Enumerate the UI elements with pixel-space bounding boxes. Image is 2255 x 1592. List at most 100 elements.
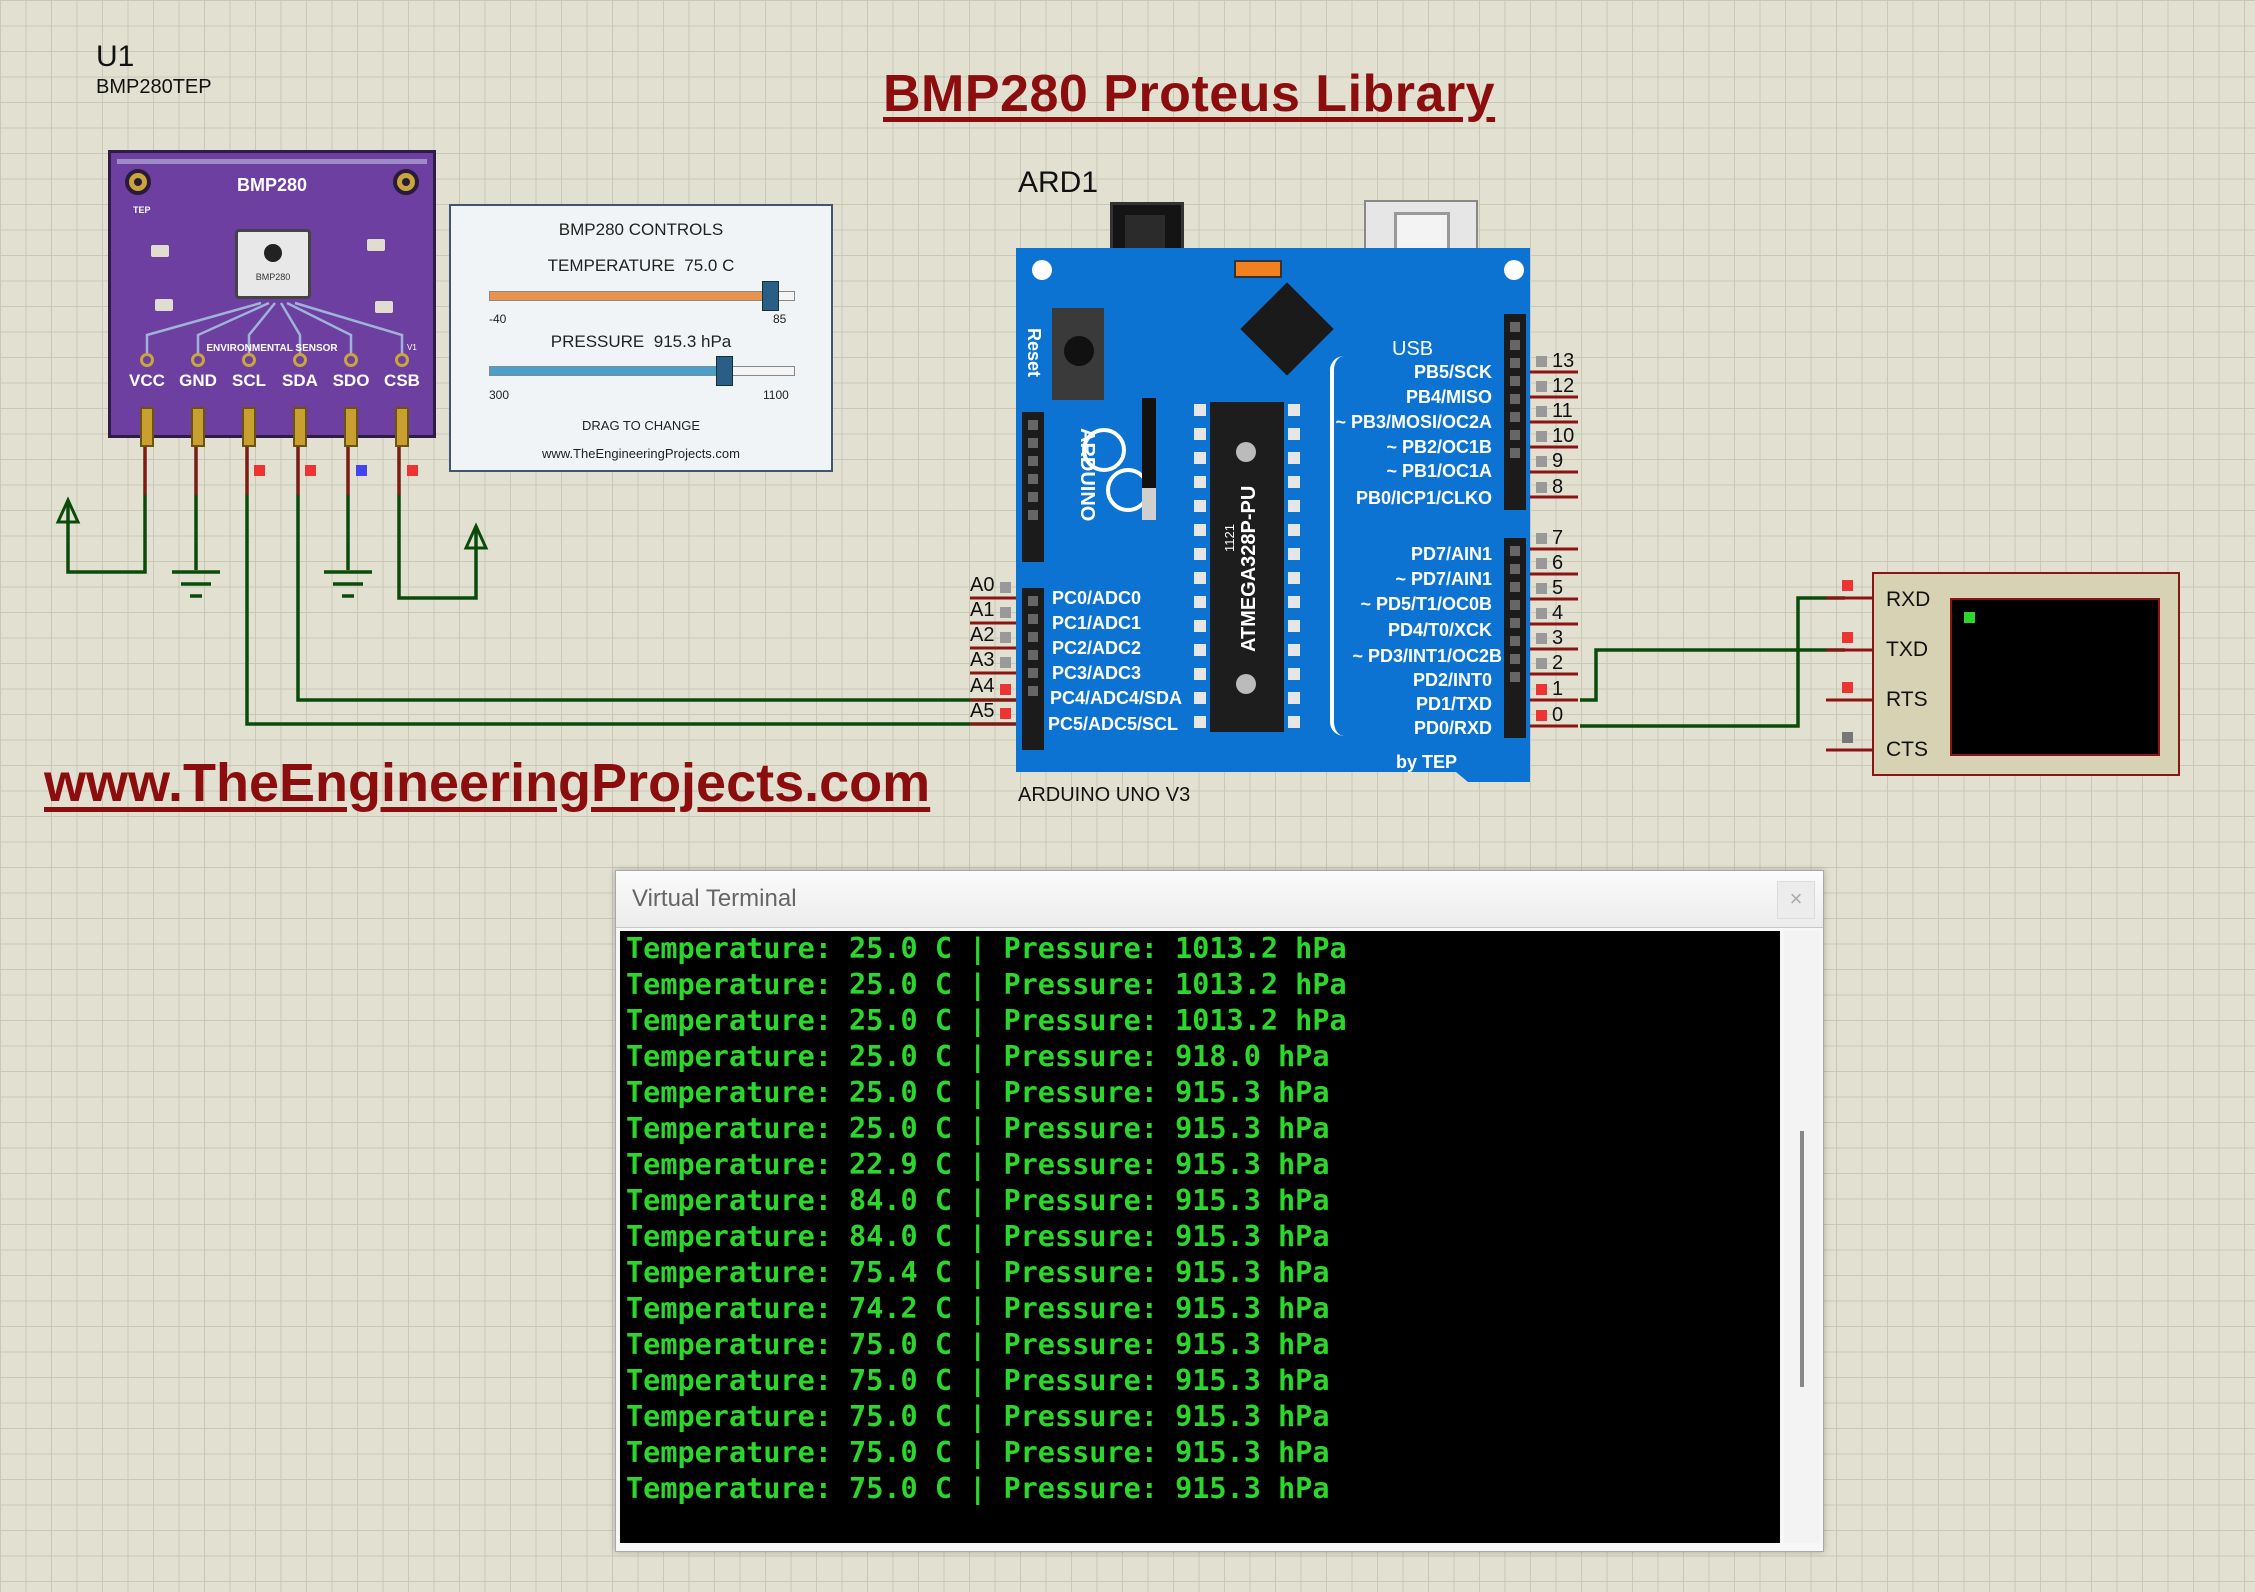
pin-label-d10: ~ PB2/OC1B [1386,437,1492,457]
vt-scrollbar[interactable] [1784,931,1820,1543]
pin-pad [293,353,307,367]
arduino-logo-icon [1082,428,1126,472]
pin-label-d12: PB4/MISO [1405,387,1492,407]
virtual-terminal-component[interactable]: RXD TXD RTS CTS [1872,572,2180,776]
reset-button[interactable] [1052,308,1104,400]
pin-state [1536,381,1547,392]
pin-pad [344,353,358,367]
controls-footer: www.TheEngineeringProjects.com [542,446,740,461]
pin-state [1536,482,1547,493]
terminal-line: Temperature: 25.0 C | Pressure: 1013.2 h… [626,968,1347,1001]
pin-state-high [1536,684,1547,695]
pin-state-high [1000,684,1011,695]
reset-label: Reset [1024,328,1044,378]
pin-label-d6: ~ PD7/AIN1 [1395,569,1492,589]
board-version: V1 [407,343,417,352]
pin-state [1536,583,1547,594]
mount-hole-icon [1504,260,1524,280]
temperature-slider-handle[interactable] [761,281,779,311]
close-icon[interactable]: × [1777,881,1815,919]
arduino-uno-board[interactable]: Reset USB ARDUINO ATMEGA328P-PU 1121 PC0… [1016,248,1530,782]
temperature-min: -40 [489,312,507,326]
pin-num-d8: 8 [1552,476,1564,498]
diode-band [1142,488,1156,520]
pin-state-high [1842,632,1853,643]
crystal-icon [1234,260,1282,278]
pin-label-csb: CSB [384,371,420,390]
pin-label-d7: PD7/AIN1 [1410,544,1492,564]
pin-label-a5: PC5/ADC5/SCL [1048,714,1179,734]
pressure-slider[interactable] [489,356,795,386]
pin-state-high [254,465,265,476]
header-pin [395,407,409,447]
pin-state [1842,732,1853,743]
vt-scrollbar-thumb[interactable] [1800,1131,1804,1387]
pin-state-high [407,465,418,476]
pin-num-a4: A4 [970,675,995,697]
pin-label-d9: ~ PB1/OC1A [1386,461,1492,481]
terminal-line: Temperature: 84.0 C | Pressure: 915.3 hP… [626,1220,1330,1253]
vt-pin-rxd: RXD [1886,588,1931,611]
reset-knob-icon [1064,336,1094,366]
arduino-value: ARDUINO UNO V3 [1018,784,1191,806]
pin-state-high [1842,580,1853,591]
chip-text: ATMEGA328P-PU [1238,485,1260,652]
terminal-line: Temperature: 74.2 C | Pressure: 915.3 hP… [626,1292,1330,1325]
pin-label-d13: PB5/SCK [1413,362,1492,382]
temperature-label: TEMPERATURE [547,256,675,275]
power-header [1022,412,1044,562]
terminal-line: Temperature: 75.0 C | Pressure: 915.3 hP… [626,1364,1330,1397]
pin-state [1536,431,1547,442]
pressure-slider-handle[interactable] [715,356,733,386]
analog-header [1022,588,1044,750]
atmega-chip: ATMEGA328P-PU 1121 [1210,402,1284,732]
pin-num-d0: 0 [1552,704,1564,726]
pin-label-d11: ~ PB3/MOSI/OC2A [1335,412,1492,432]
sensor-chip: BMP280 [235,229,311,299]
header-pin [242,407,256,447]
pin-label-a1: PC1/ADC1 [1052,613,1142,633]
smd-pad [367,239,385,251]
pin-pad [140,353,154,367]
temperature-max: 85 [773,312,787,326]
vt-pin-cts: CTS [1886,738,1928,761]
terminal-line: Temperature: 84.0 C | Pressure: 915.3 hP… [626,1184,1330,1217]
pin-state-low [356,465,367,476]
pin-label-d5: ~ PD5/T1/OC0B [1360,594,1492,614]
mount-hole-icon [1032,260,1052,280]
mount-hole-icon [393,169,419,195]
pin-num-d2: 2 [1552,652,1564,674]
pin-num-d13: 13 [1552,350,1575,372]
schematic-title: BMP280 Proteus Library [883,65,1496,123]
chip-code: 1121 [1222,524,1237,552]
pin-state-high [1536,710,1547,721]
pin-label-d4: PD4/T0/XCK [1387,620,1492,640]
pressure-readout: PRESSURE 915.3 hPa [451,332,831,352]
virtual-terminal-window[interactable]: Virtual Terminal × Temperature: 25.0 C |… [615,870,1824,1552]
vt-window-title: Virtual Terminal [632,885,797,912]
sensor-ref: U1 [96,40,135,73]
pin-bracket [1330,356,1348,736]
pin-label-sdo: SDO [332,371,370,390]
controls-title: BMP280 CONTROLS [558,220,724,239]
website-banner: www.TheEngineeringProjects.com [44,753,931,813]
temperature-slider-fill [490,292,770,300]
pin-num-d9: 9 [1552,450,1564,472]
usb-label: USB [1392,338,1434,360]
bmp280-module[interactable]: BMP280 TEP BMP280 ENVIRONMENTAL SENSOR V… [108,150,436,447]
arduino-ref: ARD1 [1018,166,1099,199]
pin-label-d3: ~ PD3/INT1/OC2B [1352,646,1502,666]
chip-label: BMP280 [255,272,291,282]
pin-state [1536,356,1547,367]
pin-num-a2: A2 [970,624,995,646]
terminal-line: Temperature: 75.0 C | Pressure: 915.3 hP… [626,1436,1330,1469]
temperature-slider[interactable] [489,281,795,311]
pin-num-d6: 6 [1552,552,1564,574]
terminal-line: Temperature: 25.0 C | Pressure: 1013.2 h… [626,1004,1347,1037]
pin-state [1000,632,1011,643]
vt-console[interactable]: Temperature: 25.0 C | Pressure: 1013.2 h… [620,931,1780,1543]
terminal-line: Temperature: 22.9 C | Pressure: 915.3 hP… [626,1148,1330,1181]
pin-state-high [1000,708,1011,719]
vt-titlebar[interactable]: Virtual Terminal × [616,871,1823,928]
bmp280-control-panel: BMP280 CONTROLS TEMPERATURE 75.0 C -40 8… [449,204,833,472]
